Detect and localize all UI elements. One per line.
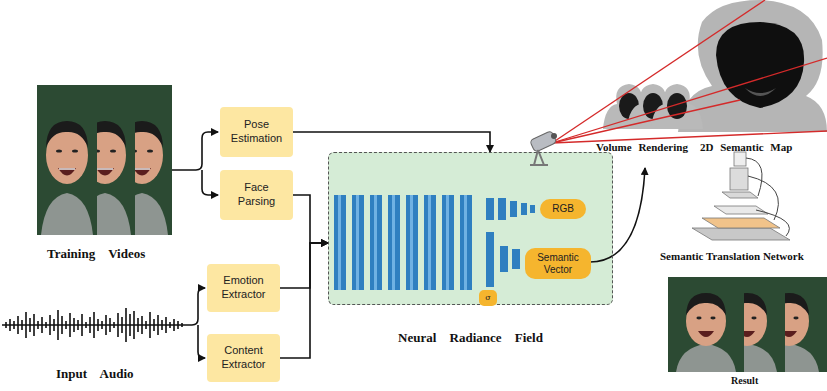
process-box: Content Extractor bbox=[207, 334, 280, 382]
render-arrow bbox=[590, 168, 645, 262]
result-frames bbox=[668, 277, 827, 372]
camera-icon bbox=[530, 130, 557, 165]
flow-arrow bbox=[280, 243, 328, 288]
caption-label: Training Videos bbox=[47, 246, 145, 262]
node-label: Semantic Vector bbox=[529, 252, 587, 275]
process-box: Pose Estimation bbox=[220, 107, 293, 157]
caption-label: Input Audio bbox=[56, 366, 134, 382]
node-label: σ bbox=[485, 294, 490, 302]
output-pill: RGB bbox=[540, 199, 586, 219]
node-label: Emotion Extractor bbox=[212, 274, 275, 302]
flow-arrow bbox=[280, 243, 328, 358]
nerf-panel-fill bbox=[328, 152, 613, 305]
node-label: Pose Estimation bbox=[225, 118, 288, 146]
translation-network bbox=[692, 152, 790, 240]
caption-label: Semantic Translation Network bbox=[660, 250, 804, 262]
process-box: Face Parsing bbox=[220, 170, 293, 220]
process-box: Emotion Extractor bbox=[207, 264, 280, 312]
camera-rays bbox=[552, 0, 827, 143]
caption-label: Result bbox=[731, 375, 758, 386]
node-label: Face Parsing bbox=[225, 181, 288, 209]
node-label: Content Extractor bbox=[212, 344, 275, 372]
flow-arrow bbox=[293, 195, 328, 243]
output-pill: Semantic Vector bbox=[525, 248, 591, 279]
training-video-frames bbox=[37, 85, 172, 235]
input-branches bbox=[172, 132, 218, 358]
output-pill: σ bbox=[479, 290, 497, 306]
audio-waveform bbox=[2, 308, 186, 342]
semantic-map bbox=[603, 0, 827, 132]
flow-arrow bbox=[293, 132, 490, 152]
node-label: RGB bbox=[552, 203, 574, 215]
mlp-layers bbox=[334, 195, 535, 290]
nerf-panel: Neural Radiance FieldRGBSemantic Vectorσ bbox=[328, 152, 613, 305]
caption-label: 2D Semantic Map bbox=[700, 141, 792, 153]
caption-label: Volume Rendering bbox=[596, 141, 688, 153]
panel-heading: Neural Radiance Field bbox=[329, 330, 612, 346]
